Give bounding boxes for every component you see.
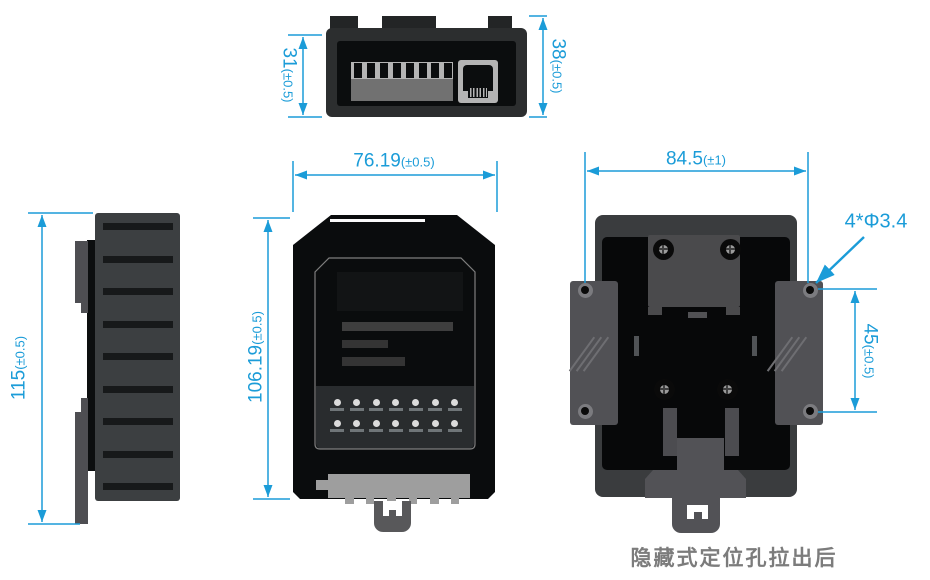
- heatsink-fin: [103, 223, 173, 230]
- led-label-bar: [408, 407, 423, 411]
- dim-label-top-body-height: 31(±0.5): [278, 47, 300, 103]
- led-label-bar: [388, 428, 403, 432]
- terminal-slot: [431, 63, 440, 78]
- terminal-block: [351, 62, 453, 79]
- side-view-bottom-clip: [75, 412, 88, 524]
- led-label-bar: [408, 428, 423, 432]
- side-view-bottom-clip-step: [81, 398, 88, 412]
- terminal-pin: [408, 497, 417, 504]
- terminal-slot: [379, 63, 388, 78]
- terminal-slot: [418, 63, 427, 78]
- heatsink-fin: [103, 288, 173, 295]
- heatsink-fin: [103, 353, 173, 360]
- heatsink-fin: [103, 483, 173, 490]
- heatsink-fin: [103, 255, 173, 263]
- screw-slot: [663, 384, 665, 394]
- din-clip-tab-tooth: [694, 512, 702, 519]
- label-bar: [342, 322, 453, 331]
- screw-slot: [662, 244, 664, 254]
- terminal-slot: [354, 63, 362, 78]
- dim-label-front-height: 106.19(±0.5): [245, 311, 267, 403]
- din-clip-arm: [725, 408, 739, 456]
- front-view-top-slot: [330, 219, 425, 222]
- din-bracket-foot: [726, 307, 740, 315]
- mounting-hole: [581, 407, 589, 415]
- heatsink-fin: [103, 385, 173, 393]
- led-label-bar: [428, 428, 443, 432]
- drawing-note: 隐藏式定位孔拉出后: [630, 547, 838, 570]
- led-label-bar: [447, 428, 462, 432]
- led-label-bar: [349, 428, 364, 432]
- terminal-slot: [405, 63, 414, 78]
- terminal-pin: [387, 497, 396, 504]
- side-view-top-clip-step: [81, 303, 88, 313]
- terminal-block-lower: [351, 79, 453, 101]
- screen-area: [337, 272, 463, 311]
- dim-label-side-height: 115(±0.5): [8, 335, 30, 401]
- terminal-slot: [392, 63, 401, 78]
- led-indicator: [372, 419, 380, 427]
- led-label-bar: [428, 407, 443, 411]
- led-indicator: [451, 398, 459, 406]
- terminal-pin: [345, 497, 354, 504]
- led-indicator: [412, 398, 420, 406]
- led-label-bar: [447, 407, 462, 411]
- led-indicator: [431, 419, 439, 427]
- din-bracket-foot: [648, 307, 662, 315]
- dim-label-front-width: 76.19(±0.5): [353, 150, 435, 172]
- mounting-hole: [806, 407, 814, 415]
- side-view-top-clip: [75, 241, 88, 303]
- dim-label-top-full-height: 38(±0.5): [547, 38, 569, 94]
- rj45-pins: [470, 88, 487, 97]
- dim-label-back-width: 84.5(±1): [665, 148, 727, 170]
- label-bar: [342, 340, 388, 348]
- heatsink-fin: [103, 418, 173, 425]
- led-indicator: [412, 419, 420, 427]
- terminal-slot: [444, 63, 453, 78]
- din-bracket-dash: [688, 312, 707, 318]
- led-indicator: [333, 419, 341, 427]
- din-clip-base: [645, 470, 746, 498]
- din-release-clip-tooth: [389, 510, 396, 516]
- led-indicator: [333, 398, 341, 406]
- mounting-plate-right: [775, 281, 823, 425]
- rj45-opening: [463, 65, 493, 91]
- led-indicator: [431, 398, 439, 406]
- label-bar: [342, 357, 405, 366]
- led-indicator: [353, 419, 361, 427]
- screw-slot: [726, 384, 728, 394]
- screw-slot: [729, 244, 731, 254]
- terminal-pin: [450, 497, 459, 504]
- heatsink-fin: [103, 320, 173, 328]
- led-label-bar: [349, 407, 364, 411]
- led-label-bar: [388, 407, 403, 411]
- led-indicator: [451, 419, 459, 427]
- din-clip-arm: [663, 408, 677, 456]
- side-view-backplate: [87, 240, 95, 471]
- led-label-bar: [369, 407, 384, 411]
- cavity-slot: [752, 336, 757, 356]
- terminal-slot: [366, 63, 375, 78]
- terminal-pin: [430, 497, 439, 504]
- front-terminal-tab: [316, 480, 328, 490]
- led-label-bar: [369, 428, 384, 432]
- led-label-bar: [330, 428, 344, 432]
- mounting-hole: [581, 286, 589, 294]
- led-label-bar: [330, 407, 344, 411]
- led-panel: [316, 386, 474, 449]
- din-release-clip-hole: [383, 501, 402, 516]
- terminal-pin: [365, 497, 374, 504]
- cavity-slot: [634, 336, 639, 356]
- heatsink-fin: [103, 450, 173, 458]
- mounting-hole: [806, 286, 814, 294]
- dim-label-back-hole-spacing: 45(±0.5): [859, 323, 881, 379]
- hole-diameter-callout: 4*Φ3.4: [844, 210, 908, 233]
- front-terminal-block: [328, 474, 470, 498]
- led-indicator: [372, 398, 380, 406]
- din-clip-neck: [677, 438, 724, 472]
- led-indicator: [353, 398, 361, 406]
